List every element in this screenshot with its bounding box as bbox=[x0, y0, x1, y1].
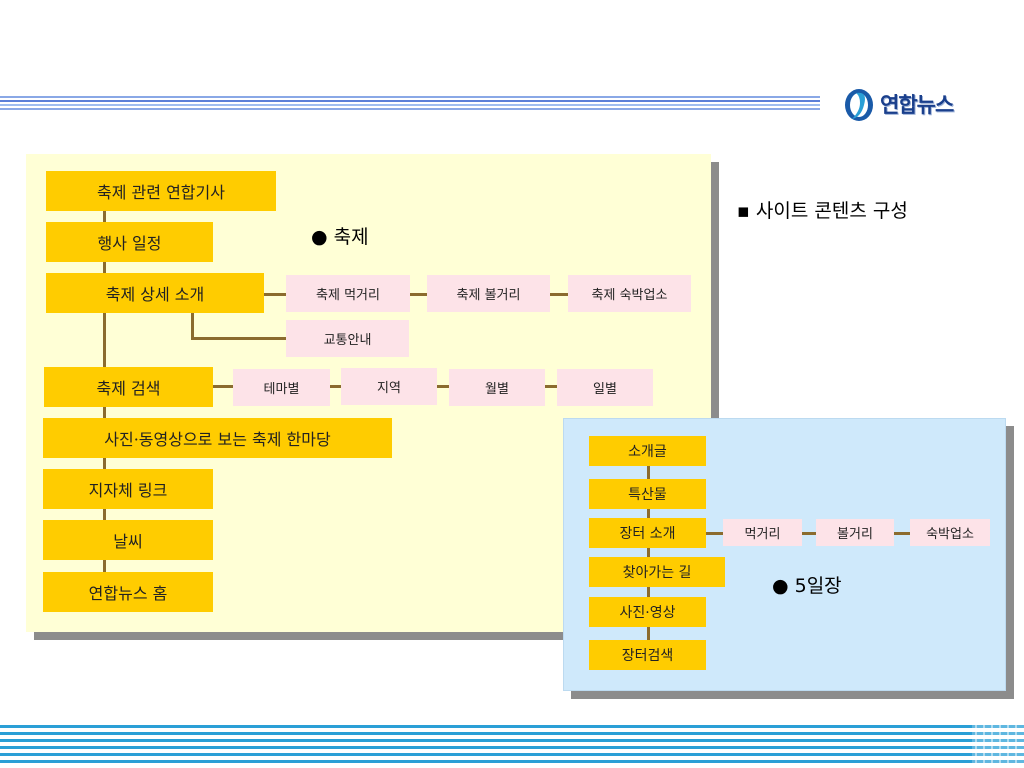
festival-label: ● 축제 bbox=[311, 226, 369, 248]
festival-search-theme[interactable]: 테마별 bbox=[233, 369, 330, 406]
market-intro-lodging[interactable]: 숙박업소 bbox=[910, 519, 990, 546]
connector bbox=[191, 337, 286, 340]
festival-item-links[interactable]: 지자체 링크 bbox=[43, 469, 213, 509]
connector bbox=[550, 293, 568, 296]
festival-detail-lodging[interactable]: 축제 숙박업소 bbox=[568, 275, 691, 312]
connector bbox=[330, 385, 341, 388]
festival-item-detail[interactable]: 축제 상세 소개 bbox=[46, 273, 264, 313]
yonhap-logo-icon bbox=[845, 89, 873, 121]
festival-search-month[interactable]: 월별 bbox=[449, 369, 545, 406]
market-item-search[interactable]: 장터검색 bbox=[589, 640, 706, 670]
market-intro-food[interactable]: 먹거리 bbox=[723, 519, 802, 546]
market-item-media[interactable]: 사진·영상 bbox=[589, 597, 706, 627]
market-intro-sights[interactable]: 볼거리 bbox=[816, 519, 894, 546]
connector bbox=[410, 293, 427, 296]
festival-detail-sights[interactable]: 축제 볼거리 bbox=[427, 275, 550, 312]
connector bbox=[213, 385, 233, 388]
festival-item-weather[interactable]: 날씨 bbox=[43, 520, 213, 560]
footer-stripes bbox=[0, 723, 1024, 768]
yonhap-logo: 연합뉴스 bbox=[842, 84, 954, 124]
connector bbox=[191, 312, 194, 339]
connector bbox=[802, 532, 816, 535]
market-label: ● 5일장 bbox=[772, 575, 842, 597]
header-rule bbox=[0, 96, 820, 110]
connector bbox=[437, 385, 449, 388]
connector bbox=[894, 532, 910, 535]
market-item-directions[interactable]: 찾아가는 길 bbox=[589, 557, 725, 587]
footer-grid bbox=[972, 723, 1024, 768]
connector bbox=[264, 293, 286, 296]
festival-detail-food[interactable]: 축제 먹거리 bbox=[286, 275, 410, 312]
festival-detail-transport[interactable]: 교통안내 bbox=[286, 320, 409, 357]
logo-text: 연합뉴스 bbox=[880, 93, 954, 117]
section-title: ▪ 사이트 콘텐츠 구성 bbox=[737, 200, 908, 222]
festival-item-home[interactable]: 연합뉴스 홈 bbox=[43, 572, 213, 612]
festival-item-news[interactable]: 축제 관련 연합기사 bbox=[46, 171, 276, 211]
market-item-specialties[interactable]: 특산물 bbox=[589, 479, 706, 509]
connector bbox=[545, 385, 557, 388]
festival-item-media[interactable]: 사진·동영상으로 보는 축제 한마당 bbox=[43, 418, 392, 458]
market-item-intro-text[interactable]: 소개글 bbox=[589, 436, 706, 466]
festival-search-day[interactable]: 일별 bbox=[557, 369, 653, 406]
festival-search-region[interactable]: 지역 bbox=[341, 368, 437, 405]
market-item-market-intro[interactable]: 장터 소개 bbox=[589, 518, 706, 548]
festival-item-schedule[interactable]: 행사 일정 bbox=[46, 222, 213, 262]
festival-item-search[interactable]: 축제 검색 bbox=[44, 367, 213, 407]
market-trunk-line bbox=[647, 465, 650, 643]
connector bbox=[706, 532, 723, 535]
